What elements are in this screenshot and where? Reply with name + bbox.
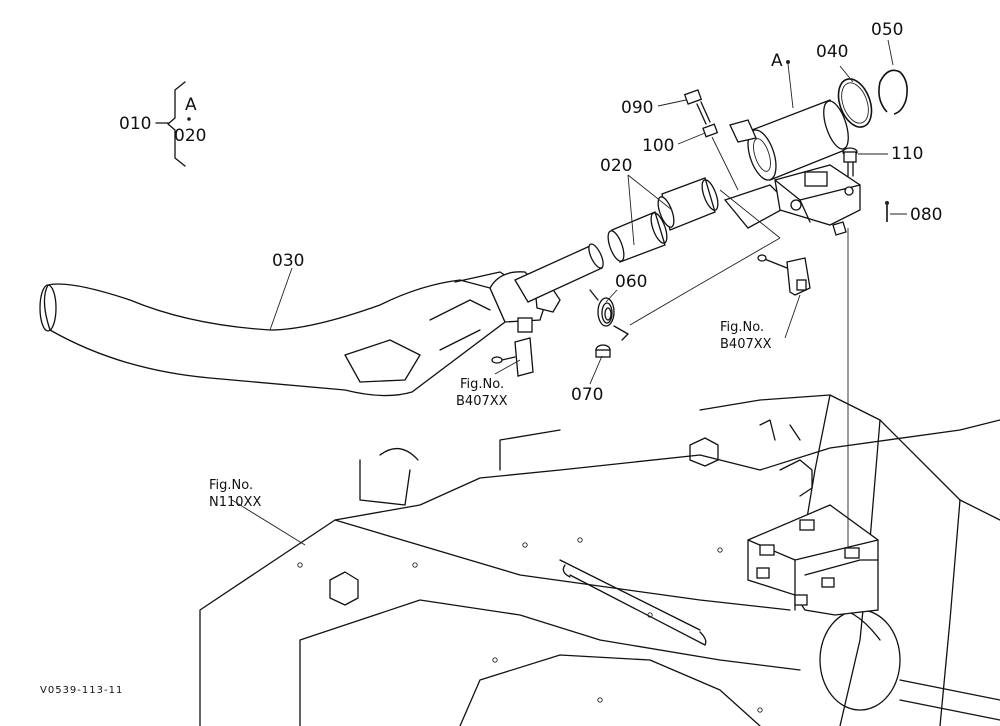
leader-lines [231,39,907,546]
fig-ref-frame-number: N110XX [209,495,261,510]
pin-070 [595,344,611,358]
fig-ref-right-caption: Fig.No. [720,320,764,335]
mounting-bracket [747,504,879,616]
fig-ref-left-caption: Fig.No. [460,377,504,392]
pin-080 [885,201,889,222]
legend-ref-a: A [185,95,197,115]
callout-020: 020 [600,156,632,176]
legend-020: 020 [174,126,206,146]
sleeve-020-a [607,211,668,263]
hose-clamp [489,271,561,333]
callout-010: 010 [119,114,151,134]
ring-050 [878,69,908,115]
spring-060 [589,289,629,341]
fig-ref-right-number: B407XX [720,337,772,352]
drawing-code: V0539-113-11 [40,685,123,696]
sleeve-020-b [657,177,719,231]
callout-030: 030 [272,251,304,271]
callout-070: 070 [571,385,603,405]
callout-060: 060 [615,272,647,292]
bushing-100 [702,123,739,191]
callout-080: 080 [910,205,942,225]
fig-ref-left-number: B407XX [456,394,508,409]
switch-left [491,337,534,377]
legend-bracket [155,81,191,167]
switch-right [757,254,811,296]
chassis-frame [199,394,1000,726]
fig-ref-frame-caption: Fig.No. [209,478,253,493]
callout-050: 050 [871,20,903,40]
callout-040: 040 [816,42,848,62]
callout-100: 100 [642,136,674,156]
callout-090: 090 [621,98,653,118]
bolt-090 [683,89,711,125]
pipe-section [514,243,604,303]
tube-assembly-a [629,60,861,326]
bolt-110 [842,147,858,177]
callout-110: 110 [891,144,923,164]
ring-040 [837,78,873,128]
hose-030 [39,271,521,397]
callout-ref-a: A [771,51,783,71]
